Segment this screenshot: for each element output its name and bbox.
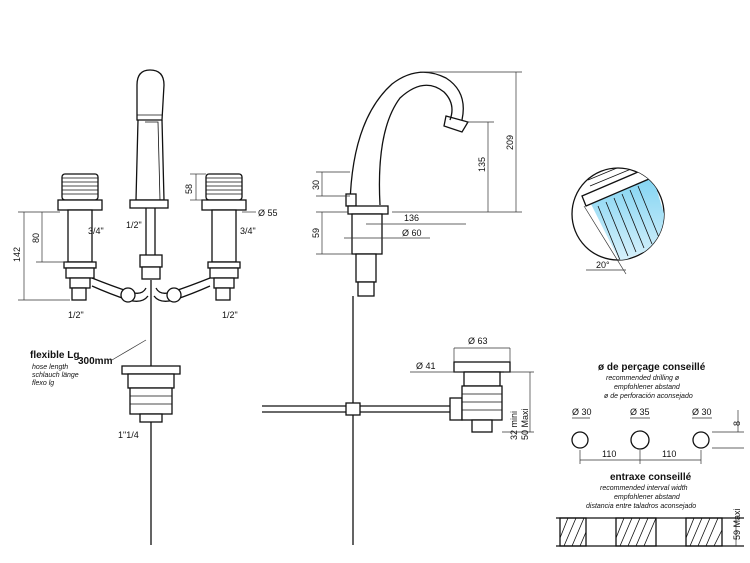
- hose-line-2: schlauch länge: [32, 372, 79, 379]
- interval-line-1: recommended interval width: [600, 485, 688, 492]
- interval-line-3: distancia entre taladros aconsejado: [586, 503, 696, 510]
- dim-136: 136: [404, 213, 419, 223]
- drill-dist-2: 110: [662, 449, 676, 459]
- interval-section: entraxe conseillé recommended interval w…: [556, 472, 744, 547]
- label-3q-right: 3/4": [240, 226, 256, 236]
- angle-20: 20°: [596, 260, 610, 270]
- drill-dim-8: 8: [732, 421, 742, 426]
- interval-dim-59: 59 Maxi: [732, 508, 742, 540]
- dim-63: Ø 63: [468, 336, 488, 346]
- dim-30: 30: [311, 180, 321, 190]
- drilling-title: ø de perçage conseillé: [598, 362, 706, 373]
- front-spout: [136, 69, 165, 121]
- hose-title: flexible Lg: [30, 350, 79, 361]
- hole-left: [571, 431, 589, 449]
- dim-60: Ø 60: [402, 228, 422, 238]
- hose-right: [155, 277, 211, 294]
- dim-32-min: 32 mini: [509, 411, 519, 440]
- front-drain: [121, 365, 181, 423]
- drill-d3: Ø 30: [692, 407, 712, 417]
- label-half-inch-top: 1/2": [126, 220, 142, 230]
- hose-line-3: flexo lg: [32, 380, 54, 387]
- dim-59: 59: [311, 228, 321, 238]
- side-drain: [453, 361, 511, 433]
- drilling-line-1: recommended drilling ø: [606, 375, 680, 382]
- label-half-left: 1/2": [68, 310, 84, 320]
- hole-center: [630, 430, 650, 450]
- side-view: 209 135 30 59 136 Ø 60 Ø 63 Ø 41 32 mini: [262, 71, 534, 545]
- dim-209: 209: [505, 135, 515, 150]
- drilling-line-2: empfohlener abstand: [614, 384, 681, 391]
- drilling-section: ø de perçage conseillé recommended drill…: [571, 362, 744, 464]
- drill-d2: Ø 35: [630, 407, 650, 417]
- front-view: 142 80 58 Ø 55 1/2" 3/4" 3/4" 1/2" 1/2" …: [12, 69, 278, 545]
- hole-right: [692, 431, 710, 449]
- label-half-right: 1/2": [222, 310, 238, 320]
- drilling-line-3: ø de perforación aconsejado: [604, 393, 693, 400]
- label-1-1-4: 1"1/4: [118, 430, 139, 440]
- dim-80: 80: [31, 233, 41, 243]
- dim-58: 58: [184, 184, 194, 194]
- countertop-section: [556, 517, 744, 547]
- side-spout-outer: [349, 71, 464, 206]
- hose-line-1: hose length: [32, 364, 68, 371]
- label-3q-left: 3/4": [88, 226, 104, 236]
- hose-left: [91, 277, 147, 294]
- dim-135: 135: [477, 157, 487, 172]
- hose-length: 300mm: [78, 356, 113, 367]
- side-spout-inner: [378, 84, 453, 206]
- dim-41: Ø 41: [416, 361, 436, 371]
- interval-title: entraxe conseillé: [610, 472, 692, 483]
- drill-d1: Ø 30: [572, 407, 592, 417]
- drill-dist-1: 110: [602, 449, 616, 459]
- dim-142: 142: [12, 247, 22, 262]
- interval-line-2: empfohlener abstand: [614, 494, 681, 501]
- dim-55: Ø 55: [258, 208, 278, 218]
- aerator-detail: 20°: [571, 167, 665, 275]
- dim-50-max: 50 Maxi: [520, 408, 530, 440]
